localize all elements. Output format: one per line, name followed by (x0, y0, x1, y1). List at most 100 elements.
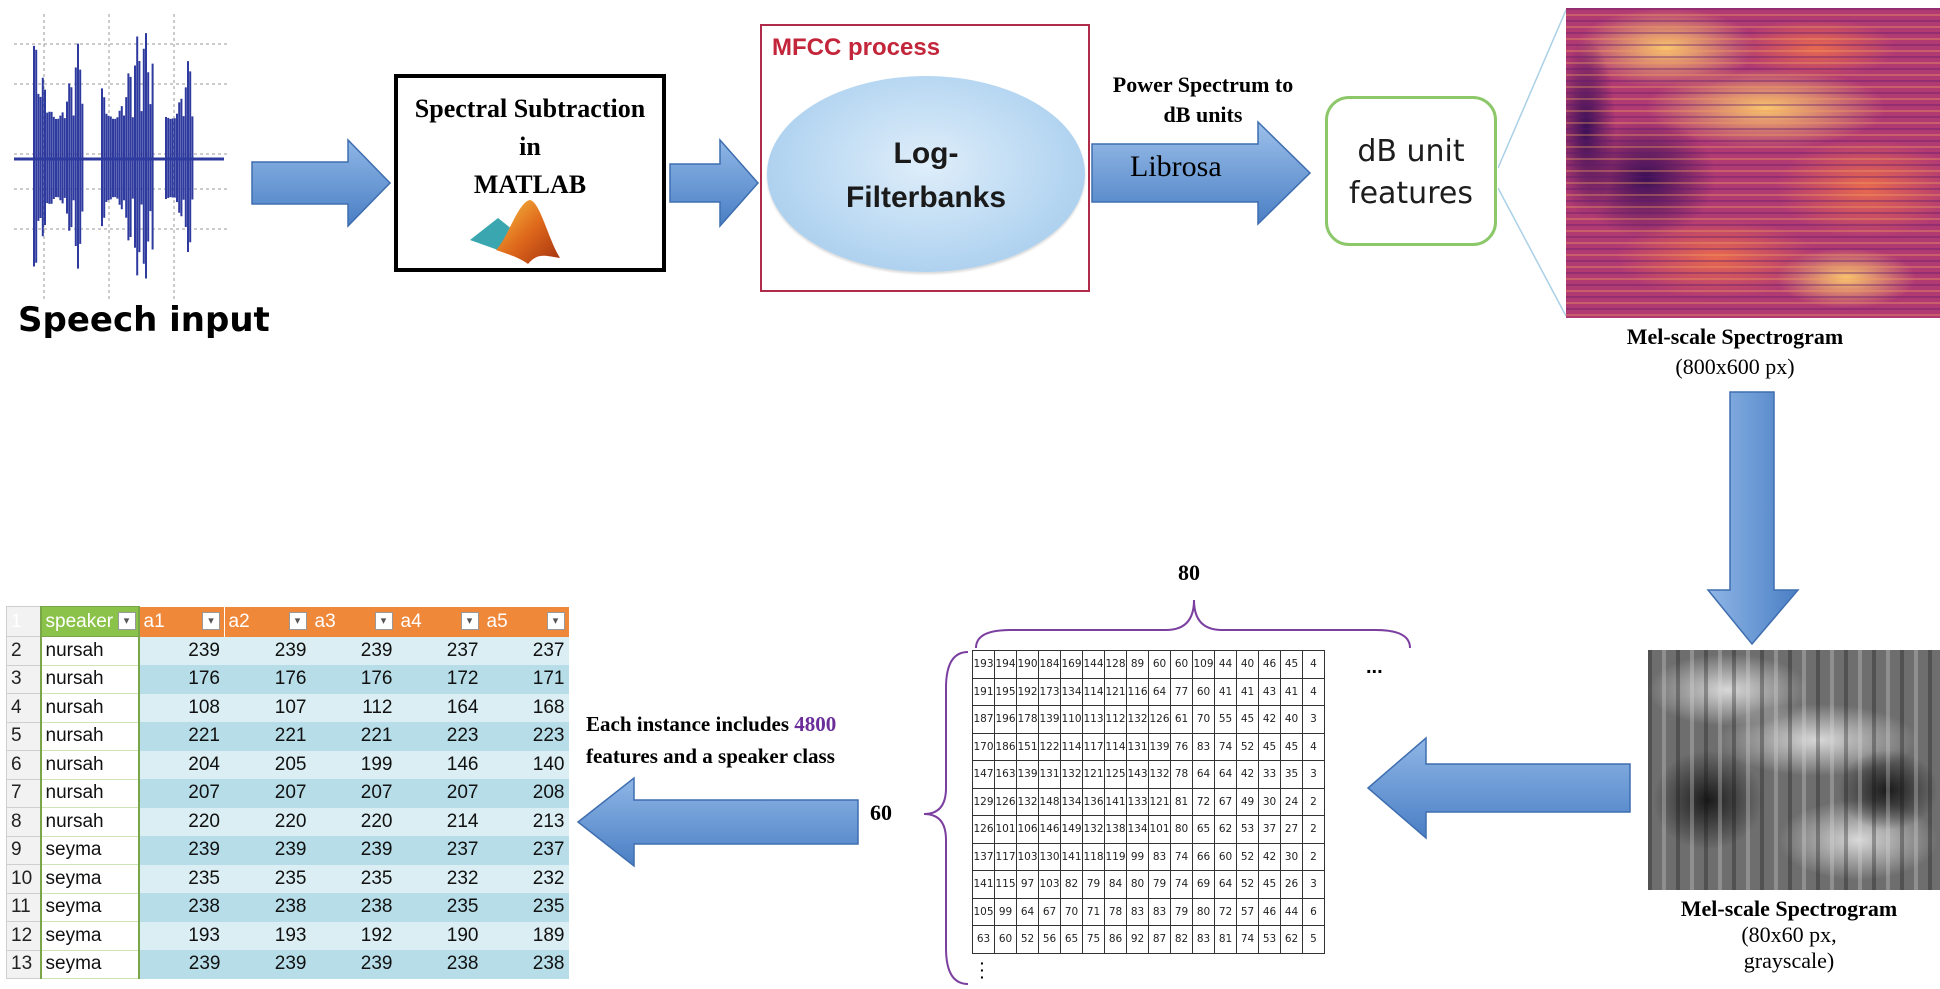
column-header-a2[interactable]: a2▾ (224, 606, 311, 637)
feature-cell[interactable]: 235 (396, 893, 483, 922)
matrix-cell: 44 (1280, 897, 1303, 926)
feature-cell[interactable]: 223 (482, 722, 569, 751)
speaker-cell[interactable]: nursah (39, 636, 140, 666)
feature-cell[interactable]: 207 (396, 779, 483, 808)
feature-cell[interactable]: 168 (482, 693, 569, 722)
feature-cell[interactable]: 235 (138, 864, 225, 893)
feature-cell[interactable]: 171 (482, 665, 569, 694)
matrix-cell: 44 (1214, 650, 1237, 679)
feature-cell[interactable]: 238 (138, 893, 225, 922)
column-header-a5[interactable]: a5▾ (482, 606, 569, 637)
feature-cell[interactable]: 146 (396, 750, 483, 779)
feature-cell[interactable]: 164 (396, 693, 483, 722)
matrix-cell: 43 (1258, 677, 1281, 706)
feature-cell[interactable]: 220 (224, 807, 311, 836)
feature-cell[interactable]: 235 (482, 893, 569, 922)
feature-cell[interactable]: 205 (224, 750, 311, 779)
feature-cell[interactable]: 176 (310, 665, 397, 694)
feature-cell[interactable]: 239 (138, 950, 225, 979)
feature-cell[interactable]: 207 (310, 779, 397, 808)
feature-cell[interactable]: 189 (482, 921, 569, 950)
feature-cell[interactable]: 220 (138, 807, 225, 836)
feature-cell[interactable]: 207 (138, 779, 225, 808)
filter-dropdown-icon[interactable]: ▾ (117, 612, 136, 630)
feature-cell[interactable]: 239 (310, 950, 397, 979)
matrix-cell: 132 (1016, 787, 1039, 816)
speaker-cell[interactable]: nursah (39, 750, 140, 780)
feature-cell[interactable]: 223 (396, 722, 483, 751)
speaker-cell[interactable]: seyma (39, 921, 140, 951)
column-header-a3[interactable]: a3▾ (310, 606, 397, 637)
feature-cell[interactable]: 221 (224, 722, 311, 751)
matrix-cell: 5 (1302, 925, 1325, 954)
feature-cell[interactable]: 237 (396, 636, 483, 665)
feature-cell[interactable]: 232 (396, 864, 483, 893)
matrix-cell: 53 (1258, 925, 1281, 954)
feature-cell[interactable]: 176 (138, 665, 225, 694)
matrix-cell: 143 (1126, 760, 1149, 789)
filter-dropdown-icon[interactable]: ▾ (546, 611, 565, 630)
matrix-cell: 134 (1060, 677, 1083, 706)
speaker-cell[interactable]: nursah (39, 693, 140, 723)
feature-cell[interactable]: 238 (396, 950, 483, 979)
feature-cell[interactable]: 204 (138, 750, 225, 779)
speaker-cell[interactable]: nursah (39, 664, 140, 694)
feature-cell[interactable]: 221 (138, 722, 225, 751)
speaker-cell[interactable]: seyma (39, 835, 140, 865)
feature-cell[interactable]: 221 (310, 722, 397, 751)
speaker-cell[interactable]: nursah (39, 721, 140, 751)
feature-cell[interactable]: 192 (310, 921, 397, 950)
feature-cell[interactable]: 239 (224, 836, 311, 865)
speaker-cell[interactable]: nursah (39, 807, 140, 837)
filter-dropdown-icon[interactable]: ▾ (288, 611, 307, 630)
feature-cell[interactable]: 239 (310, 836, 397, 865)
feature-cell[interactable]: 193 (224, 921, 311, 950)
matrix-cell: 84 (1104, 870, 1127, 899)
matrix-cell: 126 (972, 815, 995, 844)
speaker-cell[interactable]: seyma (39, 949, 140, 979)
filter-dropdown-icon[interactable]: ▾ (374, 611, 393, 630)
matrix-cell: 69 (1192, 870, 1215, 899)
feature-cell[interactable]: 238 (224, 893, 311, 922)
feature-cell[interactable]: 239 (224, 950, 311, 979)
feature-cell[interactable]: 213 (482, 807, 569, 836)
matrix-cell: 67 (1038, 897, 1061, 926)
feature-cell[interactable]: 235 (224, 864, 311, 893)
feature-cell[interactable]: 214 (396, 807, 483, 836)
column-header-a1[interactable]: a1▾ (138, 606, 225, 637)
feature-cell[interactable]: 239 (138, 836, 225, 865)
feature-cell[interactable]: 238 (310, 893, 397, 922)
filter-dropdown-icon[interactable]: ▾ (202, 611, 220, 630)
feature-cell[interactable]: 239 (138, 636, 225, 665)
feature-cell[interactable]: 220 (310, 807, 397, 836)
feature-cell[interactable]: 172 (396, 665, 483, 694)
speaker-cell[interactable]: seyma (39, 892, 140, 922)
feature-cell[interactable]: 190 (396, 921, 483, 950)
feature-cell[interactable]: 140 (482, 750, 569, 779)
feature-cell[interactable]: 239 (224, 636, 311, 665)
feature-cell[interactable]: 237 (482, 636, 569, 665)
feature-cell[interactable]: 237 (396, 836, 483, 865)
filter-dropdown-icon[interactable]: ▾ (460, 611, 479, 630)
feature-cell[interactable]: 176 (224, 665, 311, 694)
feature-cell[interactable]: 107 (224, 693, 311, 722)
log-filterbanks-ellipse: Log- Filterbanks (767, 76, 1085, 272)
feature-cell[interactable]: 232 (482, 864, 569, 893)
feature-cell[interactable]: 112 (310, 693, 397, 722)
feature-cell[interactable]: 207 (224, 779, 311, 808)
feature-cell[interactable]: 199 (310, 750, 397, 779)
speaker-cell[interactable]: nursah (39, 778, 140, 808)
feature-cell[interactable]: 208 (482, 779, 569, 808)
feature-cell[interactable]: 237 (482, 836, 569, 865)
column-header-speaker[interactable]: speaker▾ (39, 606, 140, 637)
feature-cell[interactable]: 193 (138, 921, 225, 950)
feature-cell[interactable]: 108 (138, 693, 225, 722)
feature-cell[interactable]: 235 (310, 864, 397, 893)
column-header-label: 1 (11, 610, 22, 632)
column-header-a4[interactable]: a4▾ (396, 606, 483, 637)
feature-cell[interactable]: 238 (482, 950, 569, 979)
speaker-cell[interactable]: seyma (39, 864, 140, 894)
feature-cell[interactable]: 239 (310, 636, 397, 665)
